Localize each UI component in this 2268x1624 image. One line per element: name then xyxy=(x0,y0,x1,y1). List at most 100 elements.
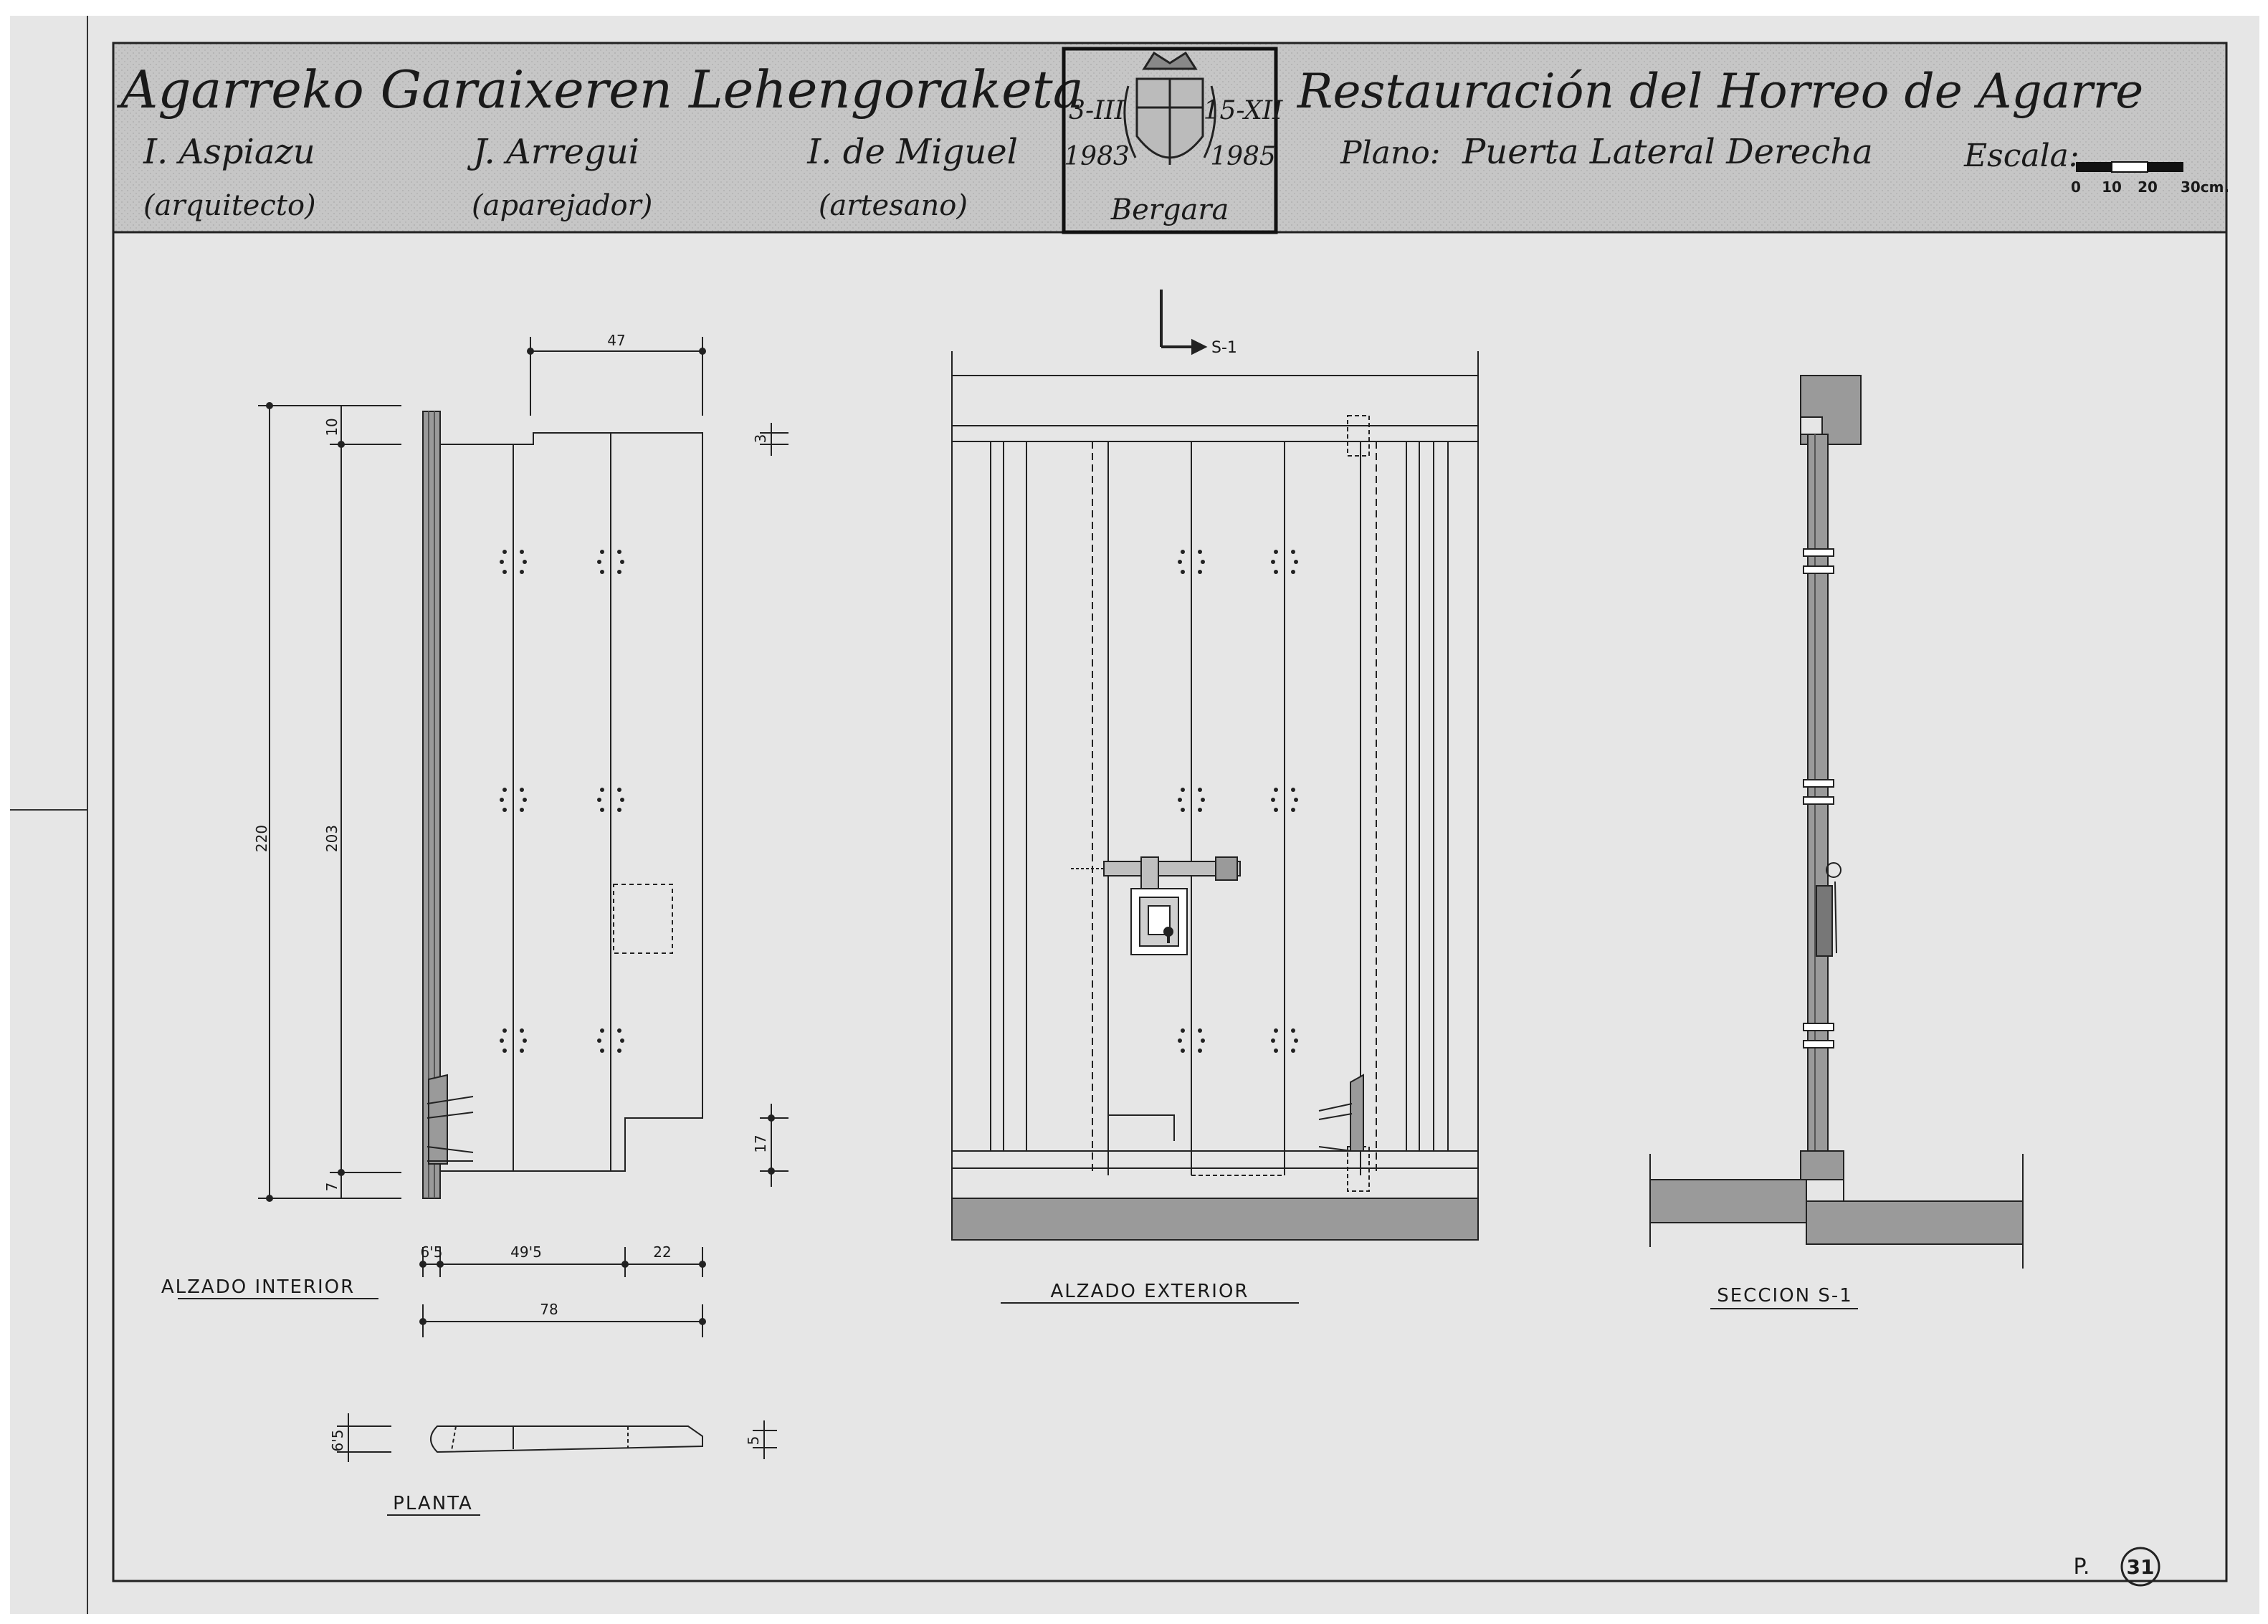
label-interior-elevation: ALZADO INTERIOR xyxy=(161,1276,355,1298)
nail-dot xyxy=(617,570,621,574)
section-latch-icon xyxy=(1816,862,1841,957)
end-year: 1985 xyxy=(1210,142,1276,171)
view-section-s1 xyxy=(1649,375,2024,1269)
dim-bottom-step: 17 xyxy=(752,1135,769,1152)
section-bottom-stop xyxy=(1800,1150,1844,1180)
nail-dot xyxy=(502,570,507,574)
nail-dot xyxy=(617,808,621,812)
page-number-circle xyxy=(2120,1547,2160,1587)
nail-dot xyxy=(597,798,601,802)
nail-dot xyxy=(600,808,604,812)
scale-bar: 0 10 20 30cm. xyxy=(2071,161,2229,196)
end-day: 15-XII xyxy=(1204,96,1284,125)
nail-dot xyxy=(1291,550,1295,554)
door-latch-icon xyxy=(1071,856,1241,955)
nail-dot xyxy=(1291,570,1295,574)
nail-dot xyxy=(620,1038,624,1043)
nail-dot xyxy=(600,788,604,792)
start-year: 1983 xyxy=(1064,142,1130,171)
paper-background xyxy=(10,16,2259,1614)
spanish-title: Restauración del Horreo de Agarre xyxy=(1297,64,2143,119)
nail-dot xyxy=(523,1038,527,1043)
view-exterior-elevation: S-1 xyxy=(951,290,1479,1241)
interior-lock-box xyxy=(613,884,673,954)
nail-dot xyxy=(1181,808,1185,812)
section-sill-right xyxy=(1806,1200,2024,1245)
nail-dot xyxy=(1198,570,1202,574)
plan-label: Plano: xyxy=(1340,135,1441,171)
nail-dot xyxy=(502,788,507,792)
nail-dot xyxy=(520,550,524,554)
page-prefix: P. xyxy=(2074,1554,2090,1580)
nail-dot xyxy=(600,1049,604,1053)
nail-dot xyxy=(617,788,621,792)
person-role-1: (arquitecto) xyxy=(143,189,316,222)
view-plan: 6'5 5 xyxy=(329,1413,777,1462)
nail-dot xyxy=(1294,560,1298,564)
nail-dot xyxy=(500,1038,504,1043)
label-section-s1: SECCION S-1 xyxy=(1717,1285,1853,1307)
nail-dot xyxy=(523,560,527,564)
person-name-1: I. Aspiazu xyxy=(143,132,315,172)
nail-dot xyxy=(1198,788,1202,792)
nail-dot xyxy=(1291,1028,1295,1033)
dim-left-thickness: 6'5 xyxy=(421,1243,443,1261)
nail-dot xyxy=(1198,1028,1202,1033)
nail-dot xyxy=(617,1028,621,1033)
exterior-sill-beam xyxy=(951,1198,1479,1241)
nail-dot xyxy=(1274,808,1278,812)
nail-dot xyxy=(520,788,524,792)
label-exterior-elevation: ALZADO EXTERIOR xyxy=(1051,1281,1249,1302)
dim-bottom-offset: 7 xyxy=(323,1183,340,1192)
plan-board-outline xyxy=(430,1425,703,1453)
dim-plan-left: 6'5 xyxy=(329,1430,346,1452)
page-number: 31 xyxy=(2127,1555,2155,1579)
nail-dot xyxy=(520,570,524,574)
nail-dot xyxy=(1181,788,1185,792)
person-role-3: (artesano) xyxy=(819,189,968,222)
nail-dot xyxy=(520,1028,524,1033)
scale-tick-30: 30cm. xyxy=(2181,178,2229,196)
section-bolts xyxy=(1803,548,1834,1049)
nail-dot xyxy=(1271,560,1275,564)
place-name: Bergara xyxy=(1110,194,1229,226)
exterior-door-notch xyxy=(1108,1114,1175,1141)
exterior-top-stop xyxy=(1347,415,1370,457)
scale-tick-10: 10 xyxy=(2102,178,2122,196)
nail-dot xyxy=(1291,788,1295,792)
nail-dot xyxy=(1274,788,1278,792)
nail-dot xyxy=(520,808,524,812)
person-name-3: I. de Miguel xyxy=(806,132,1018,172)
dim-mid-width: 49'5 xyxy=(510,1243,542,1261)
nail-dot xyxy=(1294,798,1298,802)
exterior-hinge-stub xyxy=(1318,1074,1364,1152)
nail-dot xyxy=(500,798,504,802)
nail-dot xyxy=(502,1028,507,1033)
nail-dot xyxy=(1198,550,1202,554)
dim-top-notch: 3 xyxy=(752,434,769,444)
interior-nail-groups xyxy=(500,550,624,1053)
nail-dot xyxy=(1274,1049,1278,1053)
nail-dot xyxy=(1271,798,1275,802)
nail-dot xyxy=(1291,808,1295,812)
nail-dot xyxy=(617,550,621,554)
nail-dot xyxy=(1201,798,1205,802)
coat-of-arms-icon xyxy=(1123,51,1216,165)
nail-dot xyxy=(1201,1038,1205,1043)
scale-tick-0: 0 xyxy=(2071,178,2081,196)
dim-top-width: 47 xyxy=(607,332,625,349)
nail-dot xyxy=(1274,550,1278,554)
start-day: 3-III xyxy=(1069,96,1125,125)
nail-dot xyxy=(1178,798,1182,802)
dim-right-width: 22 xyxy=(653,1243,671,1261)
nail-dot xyxy=(1178,1038,1182,1043)
nail-dot xyxy=(600,550,604,554)
dim-overall-width: 78 xyxy=(540,1301,558,1318)
dim-door-height: 203 xyxy=(323,825,340,852)
nail-dot xyxy=(600,1028,604,1033)
nail-dot xyxy=(1274,1028,1278,1033)
person-role-2: (aparejador) xyxy=(472,189,652,222)
nail-dot xyxy=(1198,808,1202,812)
nail-dot xyxy=(620,560,624,564)
nail-dot xyxy=(1198,1049,1202,1053)
